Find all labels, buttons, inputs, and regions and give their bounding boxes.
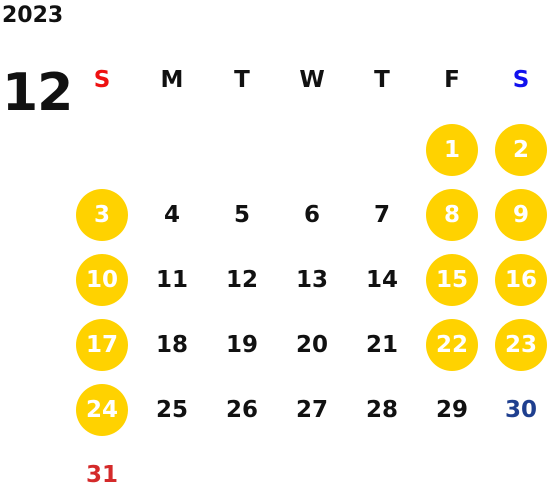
day-14[interactable]: 14 [365,267,398,293]
weekday-saturday: S [512,67,530,93]
day-5[interactable]: 5 [233,202,250,228]
weekday-friday: F [444,67,460,93]
day-12[interactable]: 12 [225,267,258,293]
day-29[interactable]: 29 [435,397,468,423]
weekday-monday: M [160,67,184,93]
day-21[interactable]: 21 [365,332,398,358]
day-16[interactable]: 16 [495,254,547,306]
day-2[interactable]: 2 [495,124,547,176]
day-22[interactable]: 22 [426,319,478,371]
day-24[interactable]: 24 [76,384,128,436]
year-label: 2023 [2,3,64,28]
day-18[interactable]: 18 [155,332,188,358]
weekday-tuesday: T [234,67,250,93]
day-1[interactable]: 1 [426,124,478,176]
day-26[interactable]: 26 [225,397,258,423]
day-10[interactable]: 10 [76,254,128,306]
day-7[interactable]: 7 [373,202,390,228]
day-28[interactable]: 28 [365,397,398,423]
weekday-wednesday: W [299,67,325,93]
weekday-sunday: S [93,67,111,93]
day-4[interactable]: 4 [163,202,180,228]
day-23[interactable]: 23 [495,319,547,371]
day-9[interactable]: 9 [495,189,547,241]
day-19[interactable]: 19 [225,332,258,358]
day-20[interactable]: 20 [295,332,328,358]
day-6[interactable]: 6 [303,202,320,228]
day-8[interactable]: 8 [426,189,478,241]
day-27[interactable]: 27 [295,397,328,423]
weekday-thursday: T [374,67,390,93]
day-30[interactable]: 30 [504,397,537,423]
day-25[interactable]: 25 [155,397,188,423]
day-17[interactable]: 17 [76,319,128,371]
day-3[interactable]: 3 [76,189,128,241]
month-number: 12 [2,63,73,123]
day-13[interactable]: 13 [295,267,328,293]
day-15[interactable]: 15 [426,254,478,306]
day-31[interactable]: 31 [85,462,118,488]
day-11[interactable]: 11 [155,267,188,293]
